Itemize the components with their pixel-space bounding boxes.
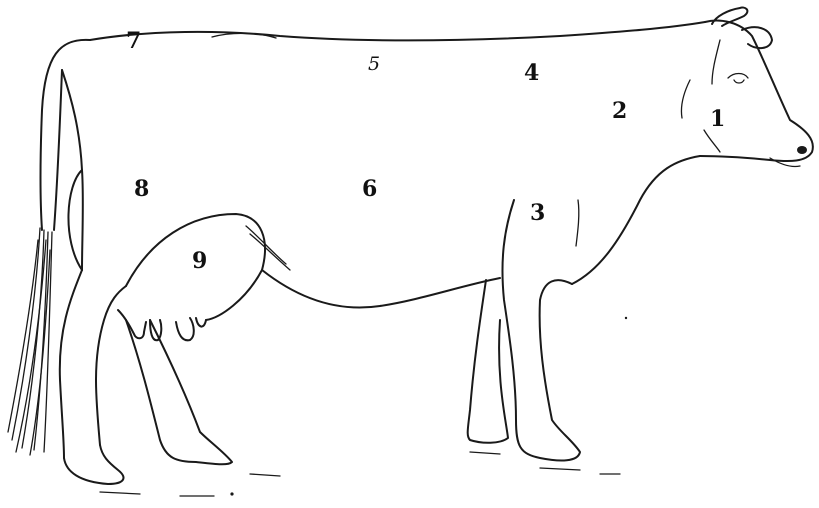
cow-chest [572,156,700,284]
cow-tail-inner [54,70,62,230]
label-7: 7 [126,28,141,54]
cow-nostril [797,146,807,154]
ground-dot [625,317,627,319]
cow-udder-folds [246,226,290,270]
cow-thigh-bulge [68,170,82,270]
cow-mouth [770,158,800,167]
label-4: 4 [524,60,539,86]
cow-head [700,21,813,162]
cow-far-hind-leg [126,320,232,464]
cow-tail-switch [8,228,52,455]
cow-illustration [8,7,813,496]
label-2: 2 [612,98,627,124]
cow-rump [62,70,83,270]
cow-hind-leg-front [96,286,126,445]
label-9: 9 [192,248,207,274]
ground-dot [230,492,233,495]
label-6: 6 [362,176,377,202]
label-1: 1 [710,106,725,132]
cow-face-lines [681,40,720,152]
cow-hind-hoof [64,445,123,484]
label-8: 8 [134,176,149,202]
cow-front-leg-near [502,200,580,460]
cow-front-leg-far [468,280,508,443]
cow-eye [728,74,748,84]
label-3: 3 [530,200,545,226]
label-5: 5 [368,53,380,75]
cow-back-outline [90,22,705,41]
cow-hind-leg-back [60,270,82,458]
cow-shoulder-mark [576,200,579,246]
cow-belly [262,270,500,308]
